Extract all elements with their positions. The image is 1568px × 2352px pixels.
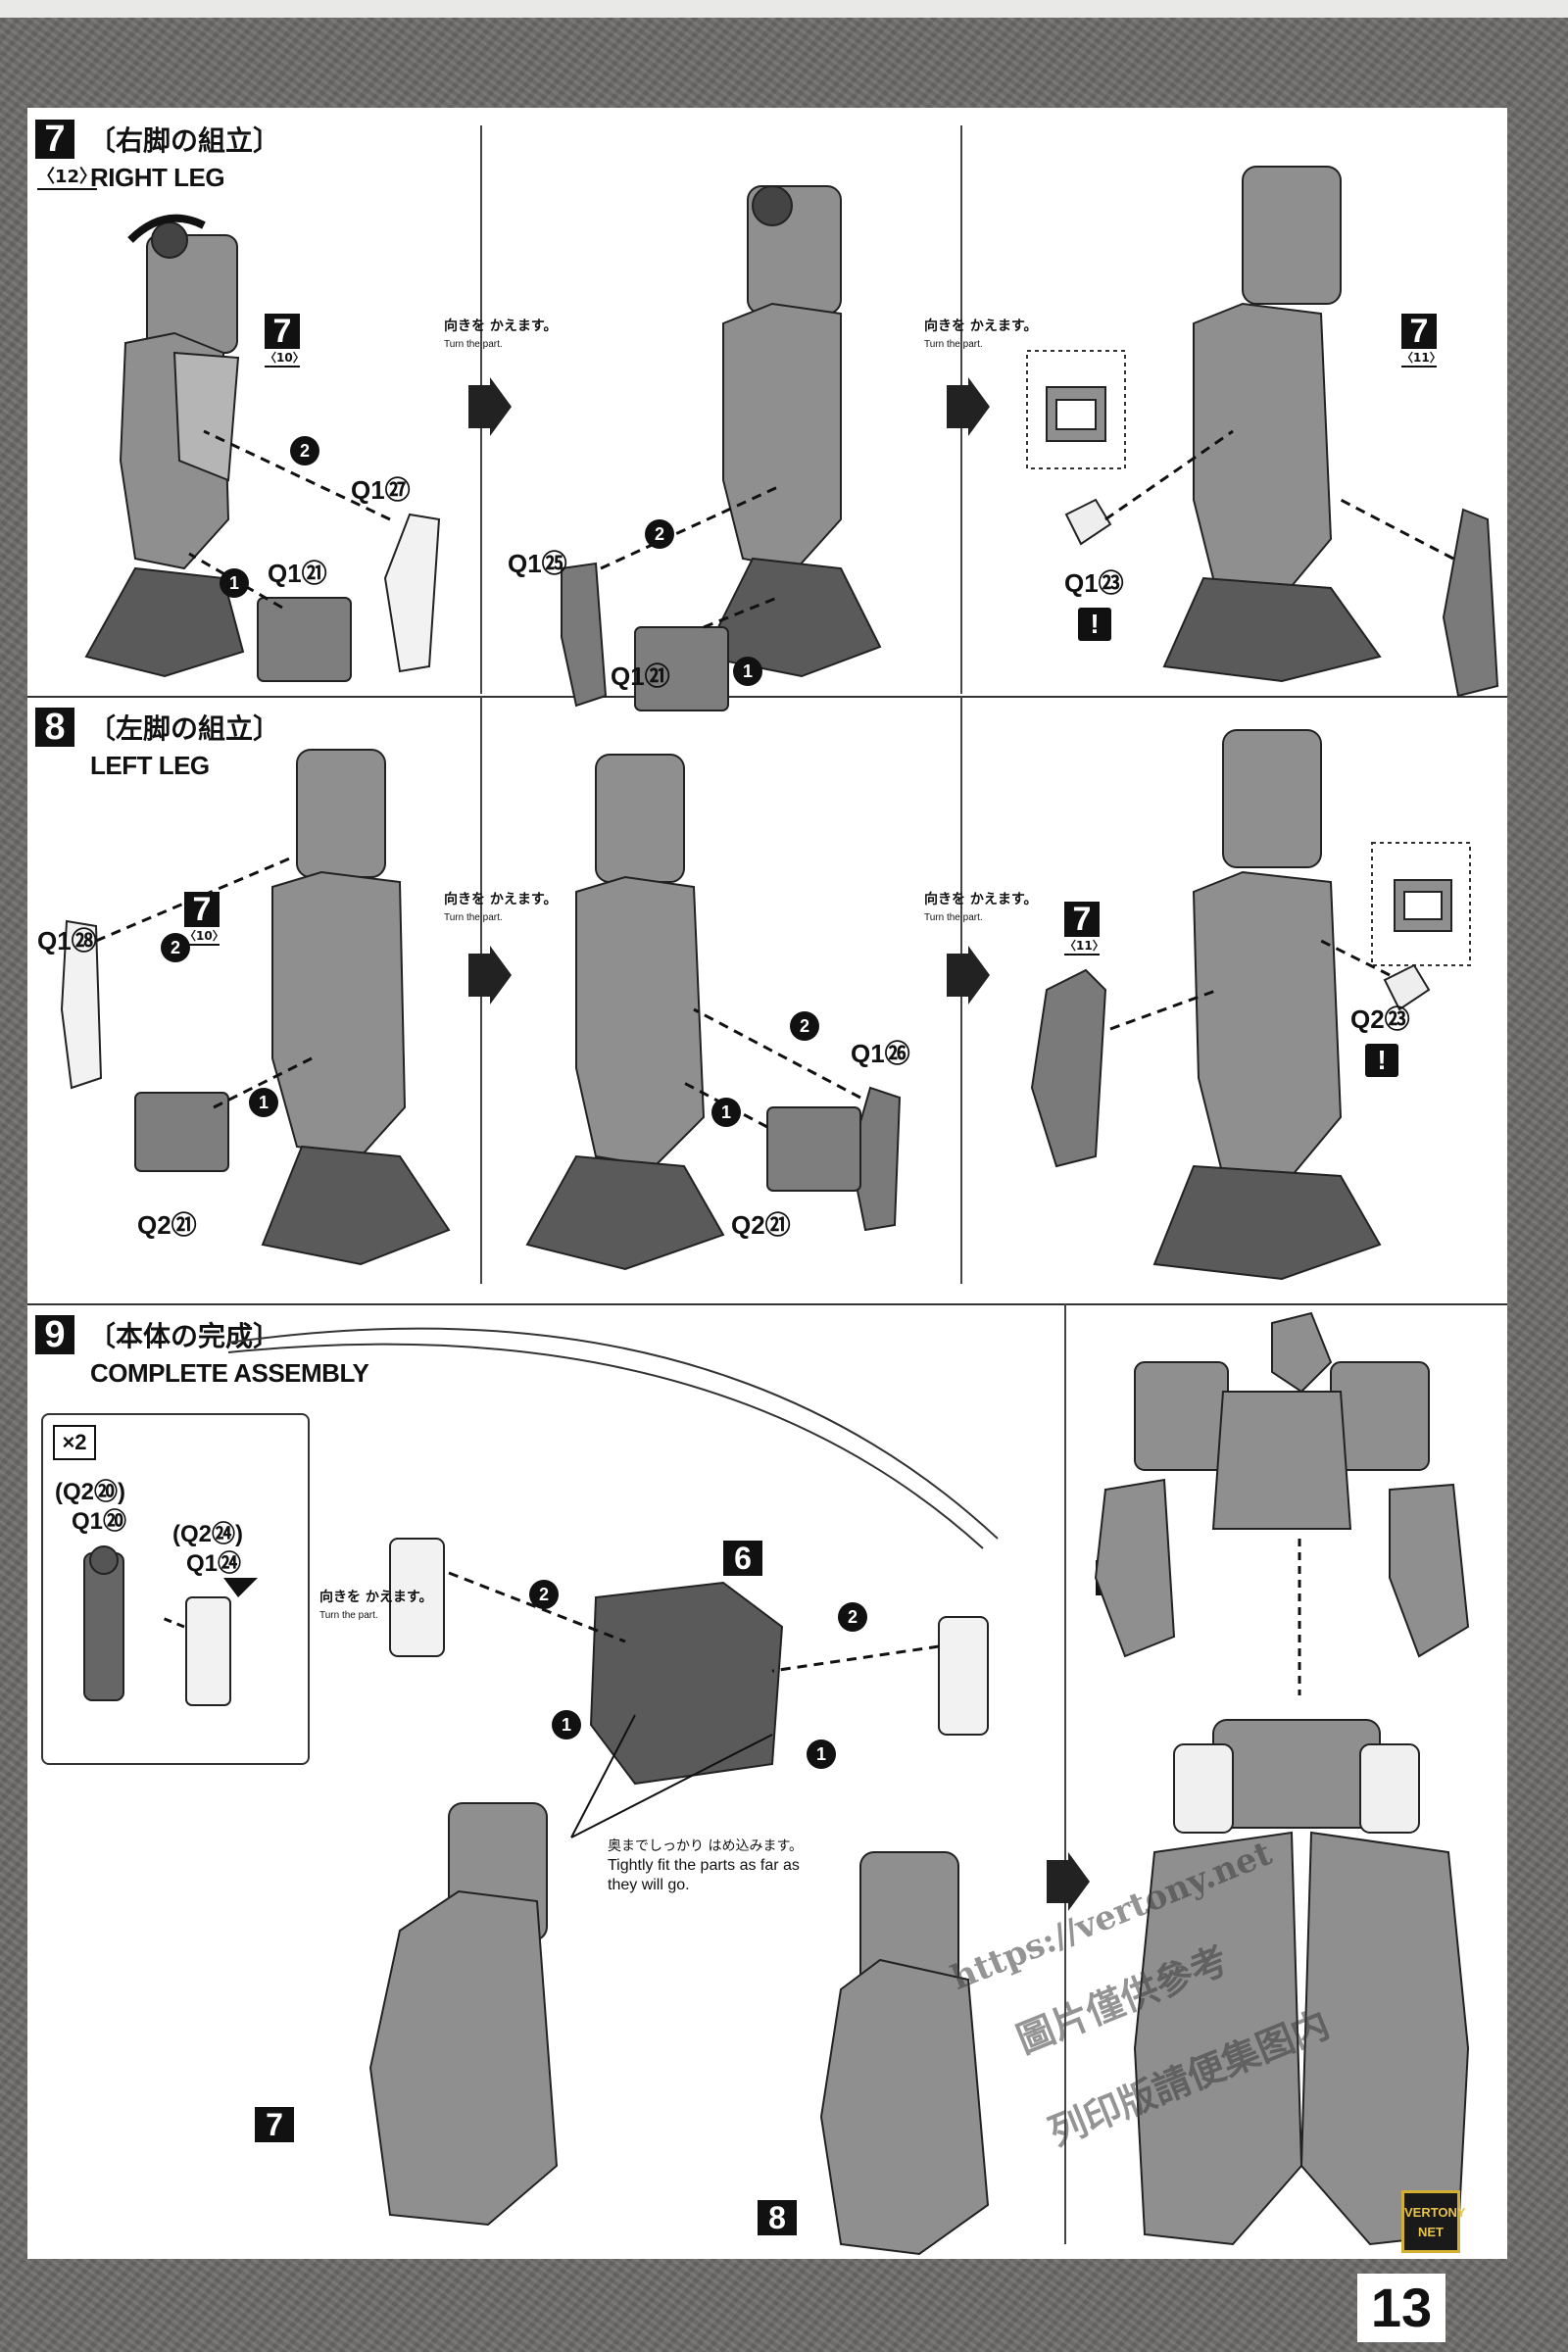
turn-en: Turn the part. xyxy=(924,912,983,923)
leg-figure-right-1 xyxy=(84,214,441,682)
order-2-icon: 2 xyxy=(529,1580,559,1609)
turn-note: 向きを かえます。 Turn the part. xyxy=(319,1590,432,1623)
step-ref: 〈12〉 xyxy=(37,163,98,190)
order-1-icon: 1 xyxy=(249,1088,278,1117)
ref-num: 7 xyxy=(1064,902,1100,937)
ref-box-7: 7 〈11〉 xyxy=(1064,902,1104,956)
fit-note-en: Tightly fit the parts as far as they wil… xyxy=(608,1857,800,1893)
leg-figure-right-3 xyxy=(1026,166,1499,698)
step-title-en: LEFT LEG xyxy=(90,751,210,780)
warning-icon: ! xyxy=(1365,1044,1398,1077)
leg-figure-left-2 xyxy=(525,754,902,1271)
part-label: Q2㉑ xyxy=(731,1210,791,1240)
turn-en: Turn the part. xyxy=(444,339,503,350)
part-label: Q2㉑ xyxy=(137,1210,197,1240)
order-1-icon: 1 xyxy=(807,1740,836,1769)
complete-figure xyxy=(1094,1311,1470,2246)
ref-sub: 〈11〉 xyxy=(1401,349,1442,368)
next-arrow-icon xyxy=(468,946,512,1004)
turn-note: 向きを かえます。 Turn the part. xyxy=(924,892,1037,925)
order-2-icon: 2 xyxy=(161,933,190,962)
next-arrow-icon xyxy=(947,946,990,1004)
step-number: 8 xyxy=(35,707,74,748)
part-label: Q1㉖ xyxy=(851,1039,910,1068)
part-callout-7: 7 xyxy=(255,2107,294,2142)
step-8-panel: 8 〔左脚の組立〕 LEFT LEG 7 〈10〉 2 1 Q1㉘ Q2㉑ 向き… xyxy=(27,696,1507,1305)
order-2-icon: 2 xyxy=(838,1602,867,1632)
turn-en: Turn the part. xyxy=(924,339,983,350)
next-arrow-icon xyxy=(947,377,990,436)
part-callout-6: 6 xyxy=(723,1541,762,1576)
part-label: Q1㉕ xyxy=(508,549,567,578)
turn-en: Turn the part. xyxy=(319,1610,378,1621)
turn-jp: 向きを かえます。 xyxy=(319,1590,433,1605)
divider xyxy=(1064,1303,1066,2244)
leg-figure-left-1 xyxy=(60,749,451,1266)
warning-icon: ! xyxy=(1078,608,1111,641)
part-label: Q1㉓ xyxy=(1064,568,1124,598)
part-label: Q1㉘ xyxy=(37,926,97,956)
part-label: Q1⑳ xyxy=(72,1508,127,1535)
part-label: Q1㉔ xyxy=(186,1550,242,1577)
part-callout-8: 8 xyxy=(758,2200,797,2235)
part-label: (Q2㉔) xyxy=(172,1521,243,1547)
step-title-jp: 〔左脚の組立〕 xyxy=(88,712,281,745)
step-title-en: RIGHT LEG xyxy=(90,163,225,192)
part-label: Q1㉑ xyxy=(611,662,670,691)
multiplier-badge: ×2 xyxy=(53,1425,96,1460)
order-1-icon: 1 xyxy=(733,657,762,686)
leg-figure-left-3 xyxy=(1030,729,1471,1281)
ref-box-7: 7 〈11〉 xyxy=(1401,314,1442,368)
step-title-jp: 〔本体の完成〕 xyxy=(88,1320,281,1352)
instruction-sheet: 7 〔右脚の組立〕 〈12〉 RIGHT LEG 7 〈10〉 2 xyxy=(27,108,1507,2259)
turn-note: 向きを かえます。 Turn the part. xyxy=(444,318,557,352)
order-1-icon: 1 xyxy=(552,1710,581,1740)
step-9-panel: 9 〔本体の完成〕 COMPLETE ASSEMBLY ×2 (Q2⑳) Q1⑳… xyxy=(27,1303,1507,2259)
fit-note: 奥までしっかり はめ込みます。 Tightly fit the parts as… xyxy=(608,1838,804,1895)
ref-num: 7 xyxy=(265,314,300,349)
ref-box-7: 7 〈10〉 xyxy=(184,892,224,946)
order-2-icon: 2 xyxy=(290,436,319,466)
ref-sub: 〈11〉 xyxy=(1064,937,1104,956)
page-number: 13 xyxy=(1357,2274,1446,2342)
order-2-icon: 2 xyxy=(645,519,674,549)
order-1-icon: 1 xyxy=(220,568,249,598)
part-label: Q1㉑ xyxy=(268,559,327,588)
leg-figure-right-2 xyxy=(561,185,882,711)
ref-sub: 〈10〉 xyxy=(184,927,224,946)
ref-box-7: 7 〈10〉 xyxy=(265,314,305,368)
step-title-jp: 〔右脚の組立〕 xyxy=(88,124,281,157)
turn-jp: 向きを かえます。 xyxy=(924,892,1038,907)
ref-num: 7 xyxy=(184,892,220,927)
step-7-panel: 7 〔右脚の組立〕 〈12〉 RIGHT LEG 7 〈10〉 2 xyxy=(27,108,1507,711)
ref-sub: 〈10〉 xyxy=(265,349,305,368)
inset-box xyxy=(41,1413,310,1765)
ref-num: 7 xyxy=(1401,314,1437,349)
top-strip xyxy=(0,0,1568,18)
turn-jp: 向きを かえます。 xyxy=(444,318,558,334)
fit-note-jp: 奥までしっかり はめ込みます。 xyxy=(608,1838,804,1854)
turn-en: Turn the part. xyxy=(444,912,503,923)
assembly-figure xyxy=(83,1327,1301,2256)
next-arrow-icon xyxy=(1047,1852,1090,1911)
turn-note: 向きを かえます。 Turn the part. xyxy=(924,318,1037,352)
order-1-icon: 1 xyxy=(711,1098,741,1127)
order-2-icon: 2 xyxy=(790,1011,819,1041)
step-title-en: COMPLETE ASSEMBLY xyxy=(90,1358,369,1388)
turn-note: 向きを かえます。 Turn the part. xyxy=(444,892,557,925)
part-label: (Q2⑳) xyxy=(55,1479,125,1505)
next-arrow-icon xyxy=(468,377,512,436)
part-label: Q1㉗ xyxy=(351,475,411,505)
step-number: 7 xyxy=(35,119,74,160)
turn-jp: 向きを かえます。 xyxy=(924,318,1038,334)
part-label: Q2㉓ xyxy=(1350,1004,1410,1034)
vertony-logo: VERTONY NET xyxy=(1401,2190,1466,2253)
step-number: 9 xyxy=(35,1314,74,1355)
turn-jp: 向きを かえます。 xyxy=(444,892,558,907)
